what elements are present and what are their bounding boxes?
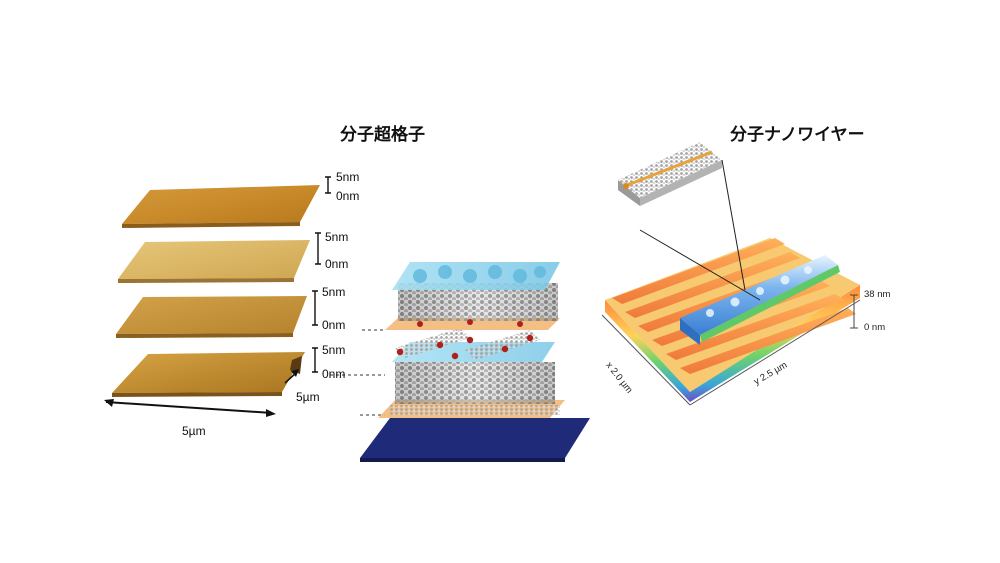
layer4-scale-bottom: 0nm — [322, 367, 346, 381]
layer2-scale-bottom: 0nm — [325, 257, 349, 271]
dimension-y-label: 5µm — [296, 390, 320, 404]
dimension-x-label: 5µm — [182, 424, 206, 438]
inset-pointer-lines — [639, 159, 761, 301]
z-scale-top-label: 38 nm — [864, 289, 891, 300]
afm-layer-3 — [116, 296, 307, 334]
superlattice-model — [360, 262, 590, 462]
z-scale-bracket — [850, 294, 858, 329]
layer1-scale-top: 5nm — [336, 170, 360, 184]
nanowire-molecule-inset — [618, 142, 722, 206]
z-scale-bottom-label: 0 nm — [864, 322, 886, 333]
layer4-scale-top: 5nm — [322, 343, 346, 357]
surface-axes — [601, 299, 861, 406]
layer1-scale-bottom: 0nm — [336, 189, 360, 203]
layer2-scale-top: 5nm — [325, 230, 349, 244]
afm-layer-1 — [122, 185, 320, 224]
nanowire-afm-surface — [605, 238, 860, 402]
afm-layer-stack — [112, 185, 320, 397]
middle-slanted-layer — [395, 328, 540, 360]
nanowire-band — [680, 255, 838, 335]
superlattice-title: 分子超格子 — [340, 125, 425, 145]
dimension-arrows — [104, 369, 299, 417]
layer3-scale-bottom: 0nm — [322, 318, 346, 332]
afm-layer-4 — [112, 352, 305, 393]
afm-layer-2 — [118, 240, 310, 279]
height-scale-bars — [312, 176, 331, 373]
nanowire-title: 分子ナノワイヤー — [730, 125, 865, 145]
layer3-scale-top: 5nm — [322, 285, 346, 299]
substrate — [360, 418, 590, 458]
